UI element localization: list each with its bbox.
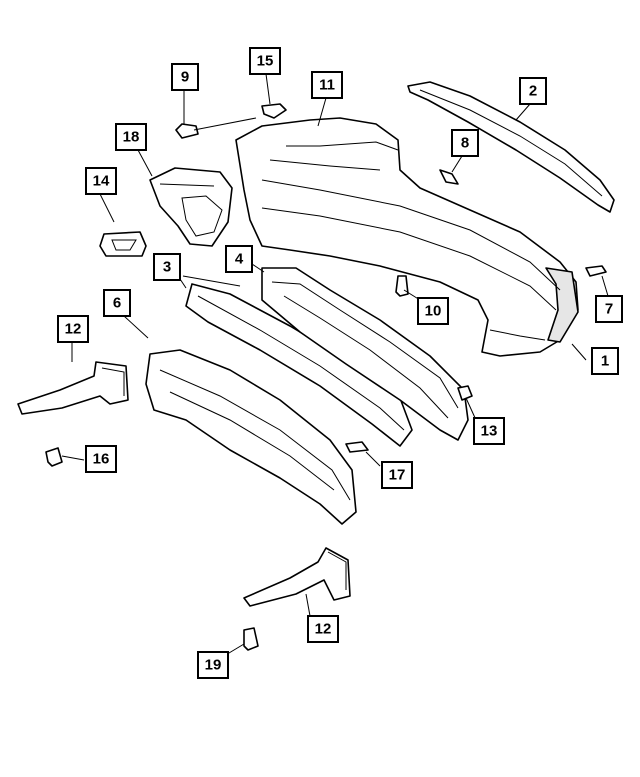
callout-7: 7: [595, 295, 623, 323]
svg-text:9: 9: [181, 69, 189, 86]
part-1-bumper-fascia: [235, 117, 579, 357]
part-3-reinforcement-beam: [185, 283, 413, 447]
fastener-9-bolt: [175, 123, 199, 139]
fastener-16-bolt: [45, 447, 63, 467]
callout-19: 19: [197, 651, 229, 679]
part-4-energy-absorber: [261, 267, 469, 441]
svg-text:10: 10: [425, 303, 442, 320]
callout-11: 11: [311, 71, 343, 99]
svg-text:13: 13: [481, 423, 498, 440]
svg-text:1: 1: [601, 353, 609, 370]
callout-14: 14: [85, 167, 117, 195]
svg-text:6: 6: [113, 295, 121, 312]
fastener-15-push-pin: [261, 103, 287, 119]
callout-6: 6: [103, 289, 131, 317]
callout-17: 17: [381, 461, 413, 489]
svg-text:3: 3: [163, 259, 171, 276]
svg-text:12: 12: [315, 621, 332, 638]
fastener-8-screw: [439, 169, 459, 185]
svg-text:15: 15: [257, 53, 274, 70]
callout-13: 13: [473, 417, 505, 445]
callout-9: 9: [171, 63, 199, 91]
svg-text:8: 8: [461, 135, 469, 152]
svg-text:16: 16: [93, 451, 110, 468]
callout-15: 15: [249, 47, 281, 75]
svg-text:4: 4: [235, 251, 244, 268]
callout-4: 4: [225, 245, 253, 273]
svg-text:14: 14: [93, 173, 110, 190]
svg-text:11: 11: [319, 77, 335, 94]
svg-text:17: 17: [389, 467, 406, 484]
callout-1: 1: [591, 347, 619, 375]
part-18-corner-bracket: [149, 167, 233, 247]
fastener-7-screw: [585, 265, 607, 277]
callout-12-upper: 12: [57, 315, 89, 343]
fastener-17-bolt: [345, 441, 369, 453]
part-12-bracket-upper: [17, 361, 129, 415]
callout-8: 8: [451, 129, 479, 157]
svg-text:2: 2: [529, 83, 537, 100]
svg-text:18: 18: [123, 129, 140, 146]
svg-text:12: 12: [65, 321, 82, 338]
part-2-upper-trim: [407, 81, 615, 213]
fastener-13-nut: [457, 385, 473, 401]
fastener-10-screw: [395, 275, 409, 297]
callout-3: 3: [153, 253, 181, 281]
callout-18: 18: [115, 123, 147, 151]
part-12-bracket-lower: [243, 547, 351, 607]
svg-text:7: 7: [605, 301, 613, 318]
part-14-trim-clip: [99, 231, 147, 257]
callout-16: 16: [85, 445, 117, 473]
callout-12-lower: 12: [307, 615, 339, 643]
part-6-lower-absorber: [145, 349, 357, 525]
callout-2: 2: [519, 77, 547, 105]
callout-10: 10: [417, 297, 449, 325]
svg-text:19: 19: [205, 657, 222, 674]
fastener-19-bolt: [243, 627, 259, 651]
